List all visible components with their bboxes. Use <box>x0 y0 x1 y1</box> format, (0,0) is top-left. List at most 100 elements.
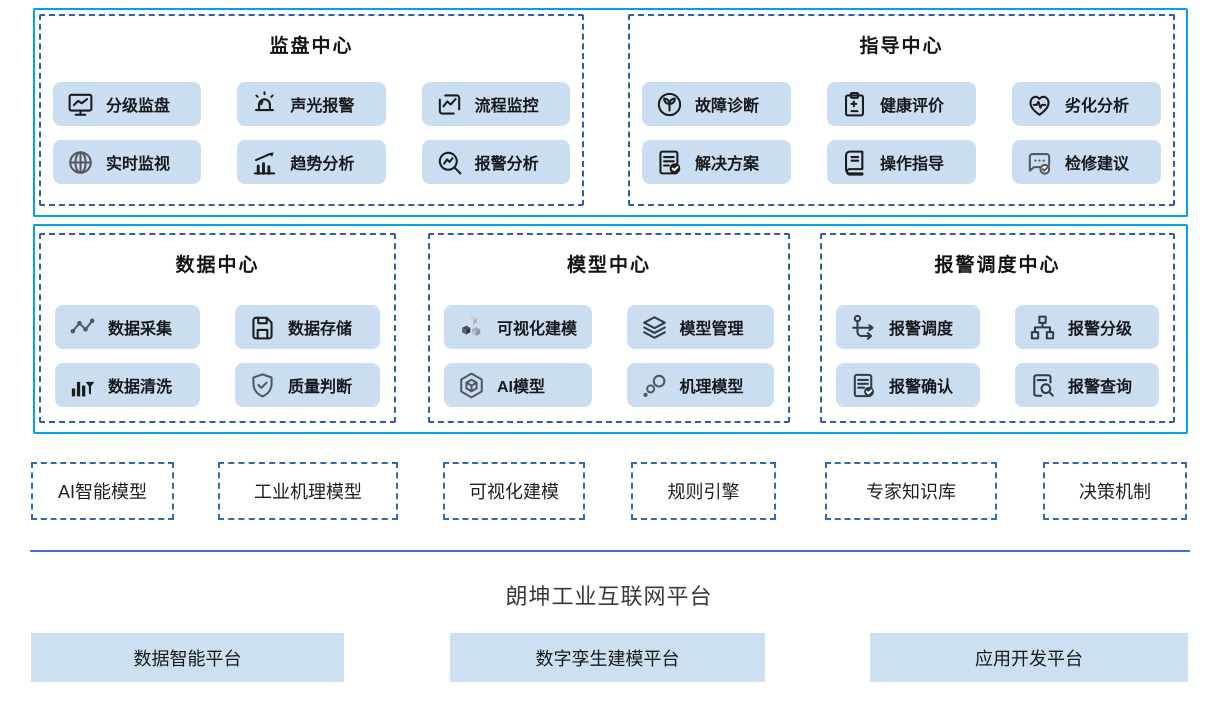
data-center-grid: 数据采集 数据存储 数据清洗 质量判断 <box>55 305 380 407</box>
siren-icon <box>255 90 275 111</box>
chip-quality-judgment[interactable]: 质量判断 <box>235 363 380 407</box>
chip-label: 实时监视 <box>106 156 171 173</box>
capability-label: 可视化建模 <box>469 482 559 502</box>
chip-label: 报警确认 <box>889 379 954 396</box>
flow-monitor-icon <box>438 93 460 115</box>
capability-label: 规则引擎 <box>667 482 740 502</box>
chip-label: 可视化建模 <box>497 321 578 338</box>
capability-visual-modeling: 可视化建模 <box>443 462 585 520</box>
chip-process-monitoring[interactable]: 流程监控 <box>421 82 570 126</box>
chip-operation-guide[interactable]: 操作指导 <box>827 140 976 184</box>
platform-data-intelligence: 数据智能平台 <box>31 633 344 682</box>
monitor-center-title: 监盘中心 <box>269 36 354 57</box>
search-chart-icon <box>438 151 462 174</box>
chip-alarm-query[interactable]: 报警查询 <box>1015 363 1159 407</box>
chip-ai-model[interactable]: AI模型 <box>444 363 592 407</box>
shield-check-icon <box>252 372 273 397</box>
chip-graded-monitoring[interactable]: 分级监盘 <box>53 82 202 126</box>
layers-icon <box>642 315 666 339</box>
manual-book-icon <box>845 150 864 176</box>
list-check-icon <box>853 373 875 397</box>
chip-alarm-dispatch[interactable]: 报警调度 <box>836 305 980 349</box>
capability-label: 工业机理模型 <box>254 482 362 502</box>
data-center-box: 数据中心 数据采集 数据存储 数据清洗 质量判断 <box>39 233 396 423</box>
chip-label: 数据存储 <box>288 321 353 338</box>
chip-label: 趋势分析 <box>290 156 355 173</box>
chip-label: 劣化分析 <box>1065 98 1130 115</box>
route-arrows-icon <box>852 314 874 340</box>
heart-pulse-icon <box>1029 95 1050 116</box>
chip-maintenance-suggestion[interactable]: 检修建议 <box>1012 140 1161 184</box>
document-check-icon <box>659 150 681 174</box>
platform-label: 数据智能平台 <box>133 648 242 669</box>
platform-label: 数字孪生建模平台 <box>535 648 680 669</box>
chip-model-management[interactable]: 模型管理 <box>626 305 774 349</box>
chip-label: 报警调度 <box>889 321 954 338</box>
chip-label: 解决方案 <box>695 156 760 173</box>
floppy-disk-icon <box>252 316 273 339</box>
capability-rule-engine: 规则引擎 <box>631 462 776 520</box>
chip-data-storage[interactable]: 数据存储 <box>235 305 380 349</box>
chip-degradation-analysis[interactable]: 劣化分析 <box>1012 82 1161 126</box>
guidance-center-title: 指导中心 <box>859 36 944 57</box>
guidance-center-grid: 故障诊断 健康评价 劣化分析 解决方案 操作指导 检修建议 <box>642 82 1161 184</box>
capability-label: 专家知识库 <box>866 482 956 502</box>
sprout-circle-icon <box>657 92 682 116</box>
document-search-icon <box>1033 373 1054 397</box>
cube-hexagon-icon <box>460 372 483 398</box>
chip-mechanism-model[interactable]: 机理模型 <box>626 363 774 407</box>
molecule-icon <box>643 374 665 397</box>
chip-label: 质量判断 <box>288 379 353 396</box>
chip-data-cleaning[interactable]: 数据清洗 <box>55 363 200 407</box>
hierarchy-icon <box>1030 315 1055 339</box>
chip-label: 故障诊断 <box>695 98 760 115</box>
chip-label: AI模型 <box>497 379 546 396</box>
chip-realtime-monitoring[interactable]: 实时监视 <box>53 140 202 184</box>
capability-expert-knowledge-base: 专家知识库 <box>825 462 997 520</box>
clipboard-plus-icon <box>845 91 864 116</box>
chip-alarm-analysis[interactable]: 报警分析 <box>421 140 570 184</box>
chip-label: 操作指导 <box>880 156 945 173</box>
chip-label: 流程监控 <box>474 98 539 115</box>
cubes-icon <box>462 315 481 336</box>
model-center-title: 模型中心 <box>566 255 651 276</box>
platform-label: 应用开发平台 <box>975 648 1083 669</box>
monitor-center-grid: 分级监盘 声光报警 流程监控 实时监视 趋势分析 报警分析 <box>53 82 570 184</box>
chip-alarm-grading[interactable]: 报警分级 <box>1015 305 1159 349</box>
chip-label: 健康评价 <box>880 98 945 115</box>
platform-title: 朗坤工业互联网平台 <box>505 584 713 609</box>
chip-label: 检修建议 <box>1065 156 1130 173</box>
scatter-line-icon <box>70 318 95 333</box>
guidance-center-box: 指导中心 故障诊断 健康评价 劣化分析 解决方案 操作指导 <box>628 14 1175 206</box>
chip-trend-analysis[interactable]: 趋势分析 <box>237 140 386 184</box>
globe-icon <box>69 150 92 174</box>
platform-application-development: 应用开发平台 <box>870 633 1188 682</box>
chip-alarm-confirmation[interactable]: 报警确认 <box>836 363 980 407</box>
model-center-box: 模型中心 可视化建模 模型管理 AI模型 机理模型 <box>428 233 790 423</box>
chip-health-evaluation[interactable]: 健康评价 <box>827 82 976 126</box>
monitor-center-box: 监盘中心 分级监盘 声光报警 流程监控 实时监视 趋势分析 <box>39 14 584 206</box>
chip-label: 报警分级 <box>1068 321 1133 338</box>
capability-decision-mechanism: 决策机制 <box>1043 462 1187 520</box>
chip-label: 报警查询 <box>1068 379 1133 396</box>
chip-visual-modeling[interactable]: 可视化建模 <box>444 305 592 349</box>
chip-solution[interactable]: 解决方案 <box>642 140 791 184</box>
chip-label: 声光报警 <box>290 98 355 115</box>
platform-divider <box>30 550 1190 552</box>
capability-label: AI智能模型 <box>57 482 147 502</box>
chip-label: 分级监盘 <box>106 98 171 115</box>
chip-label: 报警分析 <box>474 156 539 173</box>
chip-sound-light-alarm[interactable]: 声光报警 <box>237 82 386 126</box>
alarm-dispatch-center-box: 报警调度中心 报警调度 报警分级 报警确认 报警查询 <box>820 233 1175 423</box>
chip-label: 模型管理 <box>679 321 744 338</box>
capability-ai-model: AI智能模型 <box>31 462 174 520</box>
chip-fault-diagnosis[interactable]: 故障诊断 <box>642 82 791 126</box>
capability-industrial-mechanism-model: 工业机理模型 <box>218 462 398 520</box>
capability-label: 决策机制 <box>1079 482 1151 502</box>
chip-label: 机理模型 <box>679 379 744 396</box>
chip-data-collection[interactable]: 数据采集 <box>55 305 200 349</box>
data-center-title: 数据中心 <box>175 255 260 276</box>
alarm-dispatch-center-title: 报警调度中心 <box>934 255 1061 276</box>
platform-digital-twin-modeling: 数字孪生建模平台 <box>450 633 765 682</box>
